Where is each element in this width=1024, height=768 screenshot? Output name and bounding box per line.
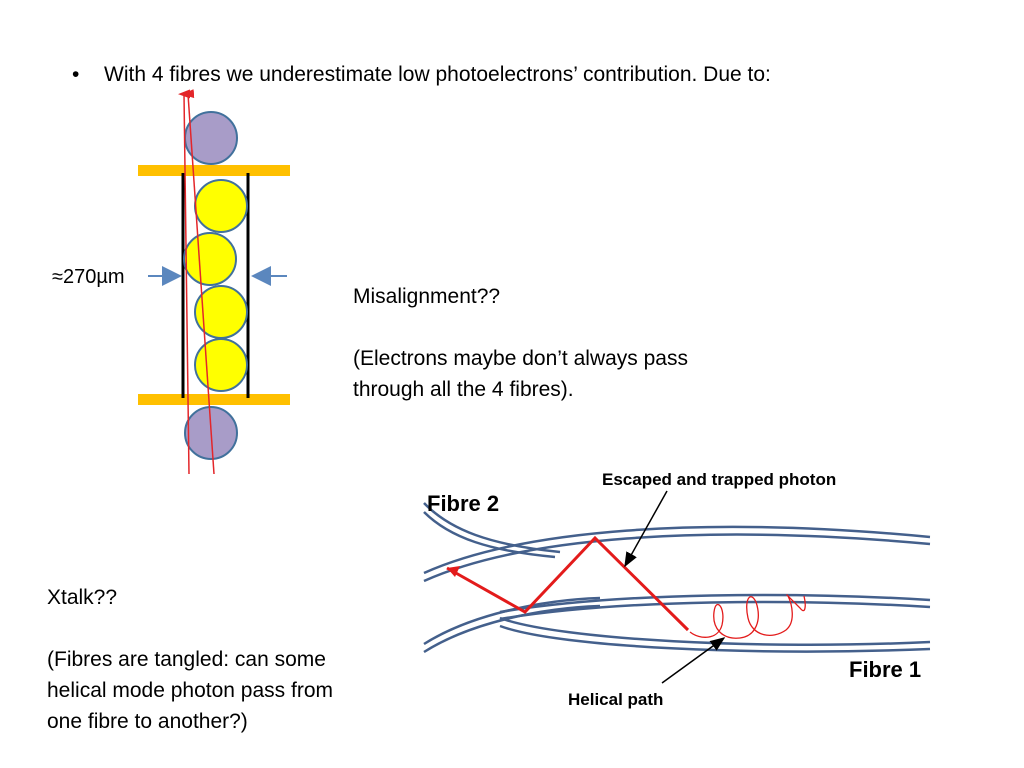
bullet-text: With 4 fibres we underestimate low photo… (104, 63, 771, 86)
title-bullet: • With 4 fibres we underestimate low phot… (72, 60, 771, 90)
bullet-symbol: • (72, 63, 80, 86)
dimension-label: ≈270µm (52, 266, 125, 288)
xtalk-block: Xtalk?? (Fibres are tangled: can some he… (47, 551, 333, 768)
xtalk-title: Xtalk?? (47, 586, 118, 609)
photon-arrowhead (447, 566, 460, 577)
top-plate (138, 165, 290, 176)
fibre1-band-bottom (499, 616, 931, 646)
electron-track-inclined (182, 89, 215, 475)
fibre1-band-bottom-inner (499, 624, 931, 653)
inner-fibre-1 (194, 179, 248, 233)
tangle-diagram: Fibre 2 Fibre 1 Escaped and trapped phot… (423, 470, 931, 709)
fibre1-lower-strand-a (423, 596, 601, 646)
helical-path-label: Helical path (568, 690, 663, 709)
bottom-plate (138, 394, 290, 405)
electron-track-straight (178, 89, 191, 475)
inner-fibre-4 (194, 338, 248, 392)
escaped-annotation-arrow (624, 490, 668, 568)
inner-fibre-2 (183, 232, 237, 286)
escaped-photon-path (446, 535, 690, 632)
fibre2-upper-strand-b (423, 511, 556, 559)
fibre2-label: Fibre 2 (427, 491, 499, 516)
fibre1-band-top (499, 593, 931, 614)
misalignment-body: (Electrons maybe don’t always pass throu… (353, 347, 688, 401)
fibre1-lower-strand-b (423, 604, 601, 654)
xtalk-body: (Fibres are tangled: can some helical mo… (47, 648, 333, 733)
misalignment-title: Misalignment?? (353, 285, 501, 308)
helical-annotation-arrow (661, 637, 726, 684)
helical-path (689, 594, 806, 639)
fibre1-label: Fibre 1 (849, 657, 921, 682)
escaped-photon-label: Escaped and trapped photon (602, 470, 836, 489)
fibre2-band-top (423, 525, 931, 575)
fibre2-band-top-inner (423, 533, 931, 583)
fibre1-band-top-inner (499, 600, 931, 621)
misalignment-block: Misalignment?? (Electrons maybe don’t al… (353, 250, 688, 436)
